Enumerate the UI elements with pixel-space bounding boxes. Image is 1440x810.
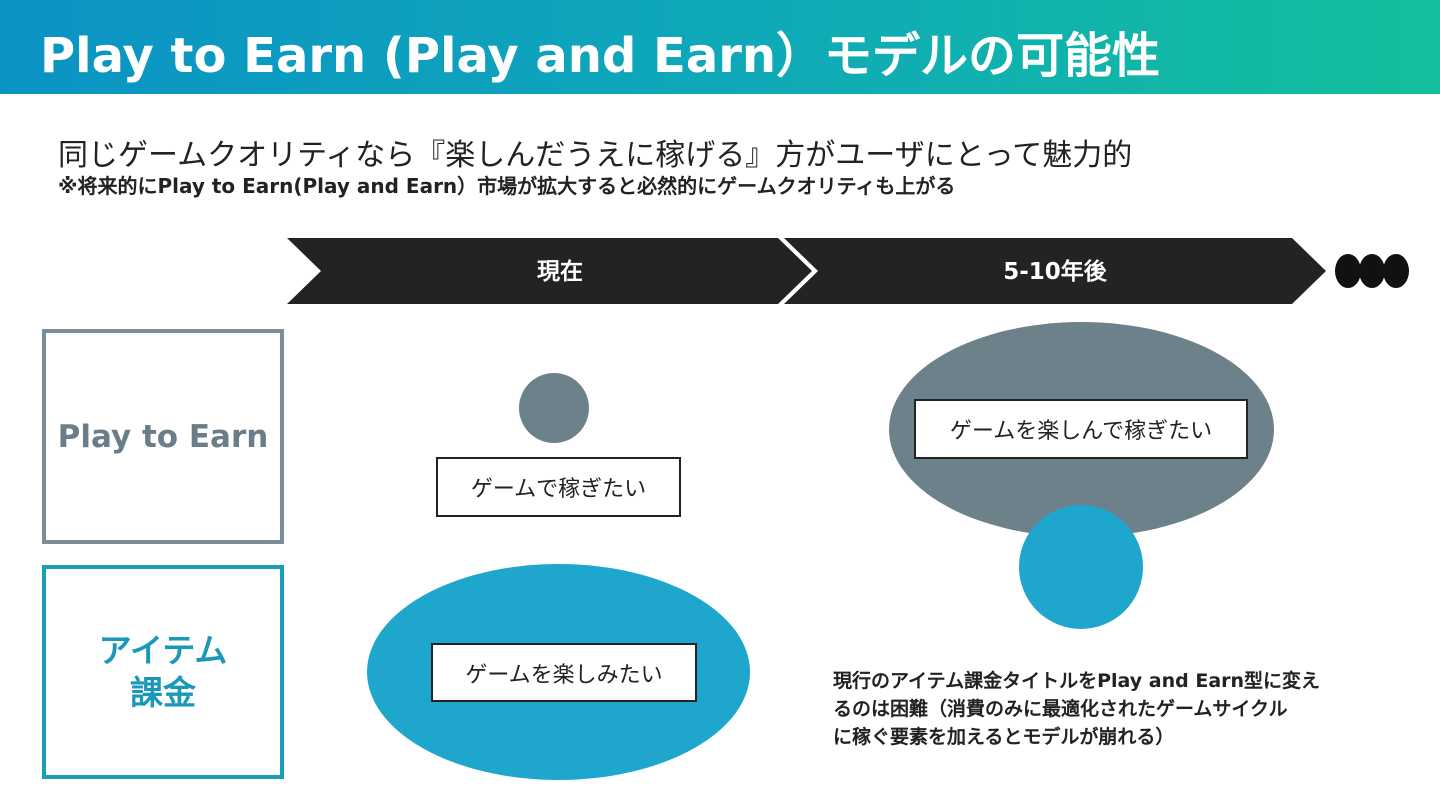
continuation-dot [1383, 254, 1409, 288]
continuation-dot [1359, 254, 1385, 288]
page-title: Play to Earn (Play and Earn）モデルの可能性 [40, 28, 1161, 84]
continuation-dot [1335, 254, 1361, 288]
note-text: ※将来的にPlay to Earn(Play and Earn）市場が拡大すると… [58, 174, 956, 198]
future-item-circle [1019, 505, 1143, 629]
category-label-play-to-earn: Play to Earn [57, 418, 269, 455]
current-item-label: ゲームを楽しみたい [431, 643, 697, 702]
future-note: 現行のアイテム課金タイトルをPlay and Earn型に変え るのは困難（消費… [833, 667, 1393, 751]
timeline-label-future: 5-10年後 [1003, 259, 1107, 285]
timeline-label-current: 現在 [537, 259, 583, 285]
category-label-item-billing: アイテム [98, 631, 228, 670]
timeline-arrow-current [287, 238, 812, 304]
category-label-item-billing: 課金 [129, 673, 196, 712]
current-p2e-circle [519, 373, 589, 443]
future-p2e-label: ゲームを楽しんで稼ぎたい [914, 399, 1248, 459]
timeline-arrow-future [784, 238, 1326, 304]
category-box-item-billing: アイテム 課金 [42, 565, 284, 779]
future-note-line: るのは困難（消費のみに最適化されたゲームサイクル [833, 698, 1288, 720]
future-note-line: 現行のアイテム課金タイトルをPlay and Earn型に変え [833, 670, 1321, 692]
current-p2e-label: ゲームで稼ぎたい [436, 457, 681, 517]
future-note-line: に稼ぐ要素を加えるとモデルが崩れる） [833, 726, 1175, 748]
category-box-play-to-earn: Play to Earn [42, 329, 284, 544]
subtitle: 同じゲームクオリティなら『楽しんだうえに稼げる』方がユーザにとって魅力的 [58, 138, 1133, 173]
header-banner: Play to Earn (Play and Earn）モデルの可能性 [0, 0, 1440, 94]
